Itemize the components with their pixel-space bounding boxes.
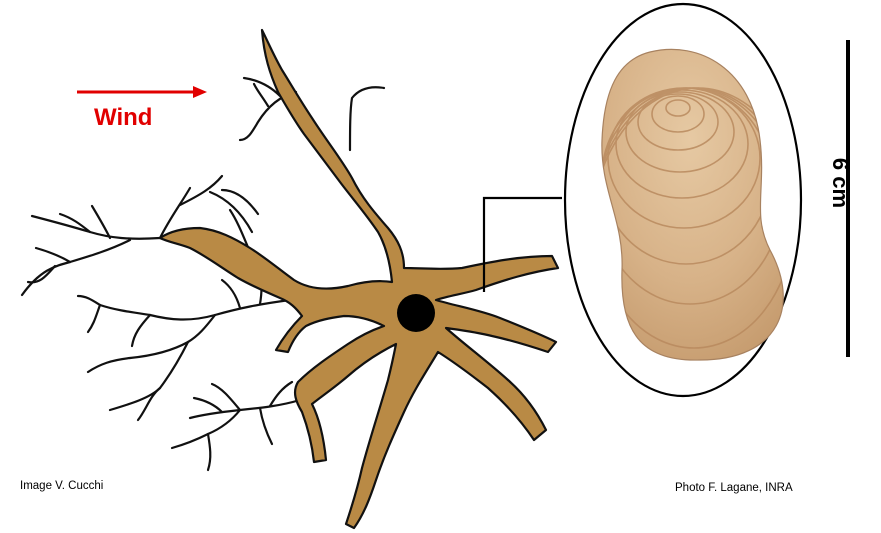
wind-arrow	[77, 86, 207, 98]
wind-label: Wind	[94, 104, 152, 132]
illustration-credit: Image V. Cucchi	[20, 480, 103, 492]
scale-bar-label: 6 cm	[827, 158, 853, 208]
root-collar-dot	[397, 294, 435, 332]
root-system	[160, 30, 558, 528]
photo-credit: Photo F. Lagane, INRA	[675, 482, 793, 494]
fine-roots	[22, 78, 384, 470]
